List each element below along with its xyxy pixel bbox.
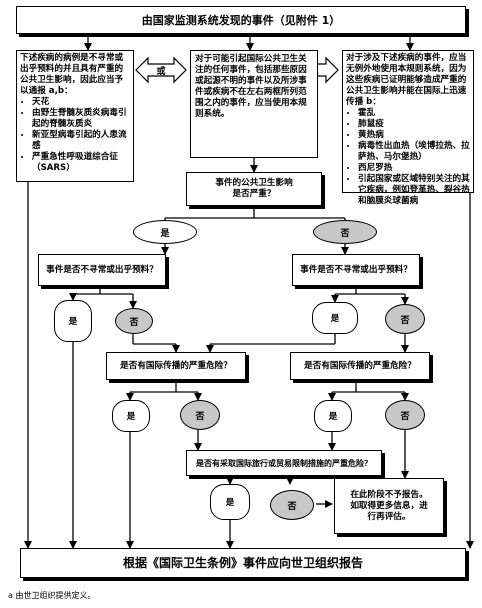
detection-event-text: 由国家监测系统发现的事件（见附件 1） — [141, 13, 341, 27]
q1-no-label: 否 — [340, 228, 350, 239]
notifiable-diseases-box: 下述疾病的病例是不寻常或出乎预料的并且具有严重的公共卫生影响，因此应当予以通报 … — [16, 50, 134, 182]
question-unusual-left-text: 事件是否不寻常或出乎预料？ — [46, 264, 158, 275]
list-item: 由野生脊髓灰质炎病毒引起的脊髓灰质炎 — [32, 108, 130, 130]
q2-right-no-node: 否 — [385, 304, 425, 334]
q4-no-label: 否 — [287, 501, 297, 512]
or-label-left: 或 — [156, 66, 166, 77]
list-item: 病毒性出血热（埃博拉热、拉萨热、马尔堡热） — [358, 141, 470, 163]
q4-yes-label: 是 — [225, 498, 235, 508]
footnote: a 由世卫组织提供定义。 — [8, 591, 96, 600]
q2-right-no-label: 否 — [400, 315, 410, 326]
list-item: 西尼罗热 — [358, 163, 470, 174]
list-item: 引起国家或区域特别关注的其它疾病，例如登革热、裂谷热和脑膜炎球菌病 — [358, 174, 470, 207]
question-international-spread-left-text: 是否有国际传播的严重危险？ — [120, 360, 232, 371]
q3-right-no-label: 否 — [400, 411, 410, 422]
question-travel-trade-restriction: 是否有采取国际旅行或贸易限制措施的严重危险？ — [186, 450, 382, 476]
list-item: 新亚型病毒引起的人患流感 — [32, 130, 130, 152]
notifiable-diseases-intro: 下述疾病的病例是不寻常或出乎预料的并且具有严重的公共卫生影响，因此应当予以通报 … — [20, 53, 124, 96]
detection-event-box: 由国家监测系统发现的事件（见附件 1） — [16, 6, 466, 34]
report-to-who-text: 根据《国际卫生条例》事件应向世卫组织报告 — [122, 555, 363, 570]
question-unusual-right: 事件是否不寻常或出乎预料？ — [292, 254, 420, 286]
always-assess-diseases-box: 对于涉及下述疾病的事件，应当无例外地使用本规则系统，因为这些疾病已证明能够造成严… — [342, 50, 474, 206]
q4-yes-node: 是 — [210, 484, 250, 520]
q4-no-node: 否 — [270, 490, 314, 520]
question-international-spread-right: 是否有国际传播的严重危险？ — [290, 352, 430, 380]
question-serious-impact: 事件的公共卫生影响 是否严重？ — [186, 172, 322, 206]
not-report-text: 在此阶段不予报告。 如取得更多信息，进 行再评估。 — [350, 489, 428, 522]
list-item: 肺鼠疫 — [358, 119, 470, 130]
q3-left-no-label: 否 — [195, 411, 205, 422]
question-international-spread-right-text: 是否有国际传播的严重危险？ — [304, 360, 416, 371]
q3-right-yes-node: 是 — [314, 400, 352, 432]
list-item: 霍乱 — [358, 108, 470, 119]
question-unusual-left: 事件是否不寻常或出乎预料？ — [38, 254, 166, 286]
q3-right-no-node: 否 — [385, 400, 425, 430]
q3-left-yes-node: 是 — [112, 400, 150, 432]
q1-yes-node: 是 — [133, 220, 197, 244]
report-to-who-box: 根据《国际卫生条例》事件应向世卫组织报告 — [20, 548, 466, 578]
q3-left-no-node: 否 — [180, 400, 220, 430]
any-event-box: 对于可能引起国际公共卫生关注的任何事件，包括那些原因或起源不明的事件以及所涉事件… — [190, 50, 318, 158]
q2-right-yes-node: 是 — [312, 302, 358, 334]
q2-left-no-node: 否 — [115, 308, 153, 334]
q2-left-yes-node: 是 — [54, 300, 92, 342]
list-item: 黄热病 — [358, 130, 470, 141]
question-serious-impact-text: 事件的公共卫生影响 是否严重？ — [215, 178, 293, 199]
question-unusual-right-text: 事件是否不寻常或出乎预料？ — [300, 264, 412, 275]
not-report-box: 在此阶段不予报告。 如取得更多信息，进 行再评估。 — [334, 478, 444, 534]
question-international-spread-left: 是否有国际传播的严重危险？ — [106, 352, 246, 380]
q2-right-yes-label: 是 — [330, 314, 340, 324]
any-event-text: 对于可能引起国际公共卫生关注的任何事件，包括那些原因或起源不明的事件以及所涉事件… — [195, 54, 307, 119]
list-item: 天花 — [32, 97, 130, 108]
q3-left-yes-label: 是 — [126, 412, 136, 422]
q2-left-yes-label: 是 — [68, 317, 78, 327]
question-travel-trade-restriction-text: 是否有采取国际旅行或贸易限制措施的严重危险？ — [196, 458, 372, 468]
list-item: 严重急性呼吸道综合征（SARS） — [32, 152, 130, 174]
q2-left-no-label: 否 — [129, 317, 139, 328]
q1-no-node: 否 — [313, 220, 377, 244]
q1-yes-label: 是 — [160, 228, 170, 239]
always-assess-intro: 对于涉及下述疾病的事件，应当无例外地使用本规则系统，因为这些疾病已证明能够造成严… — [346, 53, 467, 107]
q3-right-yes-label: 是 — [328, 412, 338, 422]
